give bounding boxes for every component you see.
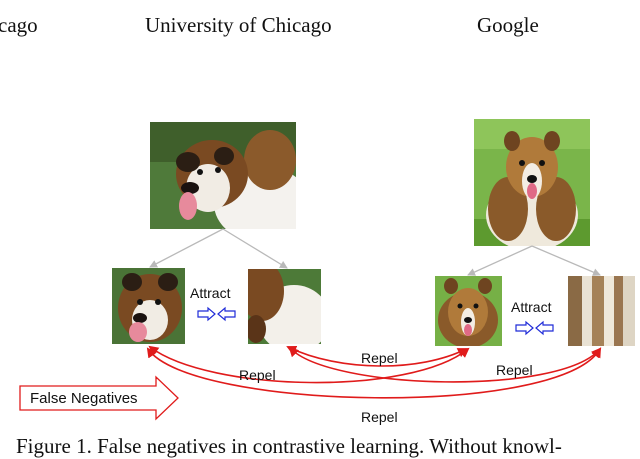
tree-line-sheltie-left	[149, 228, 224, 268]
tree-line-collie-left	[467, 245, 533, 276]
attract-arrows-right	[515, 320, 554, 336]
sheltie-crop-face-image	[112, 268, 185, 344]
collie-crop-fur-image	[568, 276, 635, 346]
false-negatives-label: False Negatives	[30, 390, 138, 407]
repel-label-center: Repel	[361, 350, 398, 366]
repel-curve-body-to-fur	[288, 346, 602, 383]
collie-crop-face-image	[435, 276, 502, 346]
affiliation-university-of-chicago: University of Chicago	[145, 13, 332, 37]
affiliation-left: cago	[0, 13, 38, 37]
attract-arrows-left	[197, 306, 236, 322]
repel-label-bottom: Repel	[361, 409, 398, 425]
repel-label-right: Repel	[496, 362, 533, 378]
tree-line-sheltie-right	[222, 228, 288, 269]
tree-line-collie-right	[531, 245, 601, 276]
repel-curve-face-to-face	[148, 345, 470, 384]
collie-anchor-image	[474, 119, 590, 246]
sheltie-anchor-image	[150, 122, 296, 229]
attract-label-left: Attract	[190, 285, 231, 301]
figure-caption: Figure 1. False negatives in contrastive…	[16, 434, 562, 458]
affiliation-google: Google	[477, 13, 539, 37]
repel-curve-face-to-fur	[146, 347, 602, 399]
attract-label-right: Attract	[511, 299, 552, 315]
sheltie-crop-body-image	[248, 269, 321, 344]
false-negatives-arrow	[19, 375, 179, 421]
repel-label-left: Repel	[239, 367, 276, 383]
